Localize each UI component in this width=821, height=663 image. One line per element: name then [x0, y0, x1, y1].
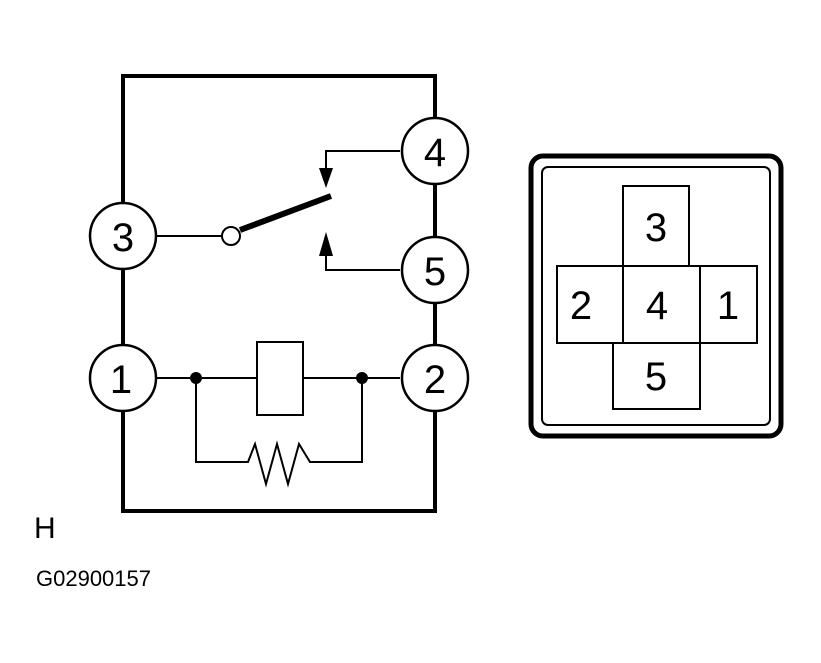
contact-4-wire: [325, 150, 400, 178]
terminal-3-label: 3: [112, 216, 134, 260]
figure-code: G02900157: [36, 566, 151, 591]
coil: [256, 341, 304, 416]
pin-3-label: 3: [645, 206, 667, 250]
view-letter: H: [34, 512, 56, 545]
terminal-1-circle: [88, 343, 158, 413]
pin-2-label: 2: [570, 284, 592, 328]
terminal-5-circle: [400, 235, 470, 305]
switch-pivot: [221, 226, 241, 246]
pin-4-label: 4: [646, 284, 668, 328]
terminal-3-circle: [88, 201, 158, 271]
terminal-2-circle: [400, 343, 470, 413]
pin-5-cell: [612, 342, 701, 410]
pin-1-cell: [699, 265, 758, 344]
terminal-2-label: 2: [424, 358, 446, 402]
resistor: [195, 378, 363, 488]
terminal-1-label: 1: [110, 358, 132, 402]
terminal-4-circle: [400, 116, 470, 186]
relay-housing: [121, 74, 437, 513]
terminal-5-label: 5: [424, 250, 446, 294]
pin-1-label: 1: [717, 284, 739, 328]
contact-5-wire: [325, 243, 400, 271]
connector-outer: [528, 153, 784, 439]
contact-4-arrow: [319, 168, 333, 188]
connector-inner: [541, 166, 771, 426]
switch-blade: [238, 193, 333, 233]
contact-5-arrow: [319, 232, 333, 256]
pin-5-label: 5: [645, 355, 667, 399]
terminal-4-label: 4: [424, 131, 446, 175]
